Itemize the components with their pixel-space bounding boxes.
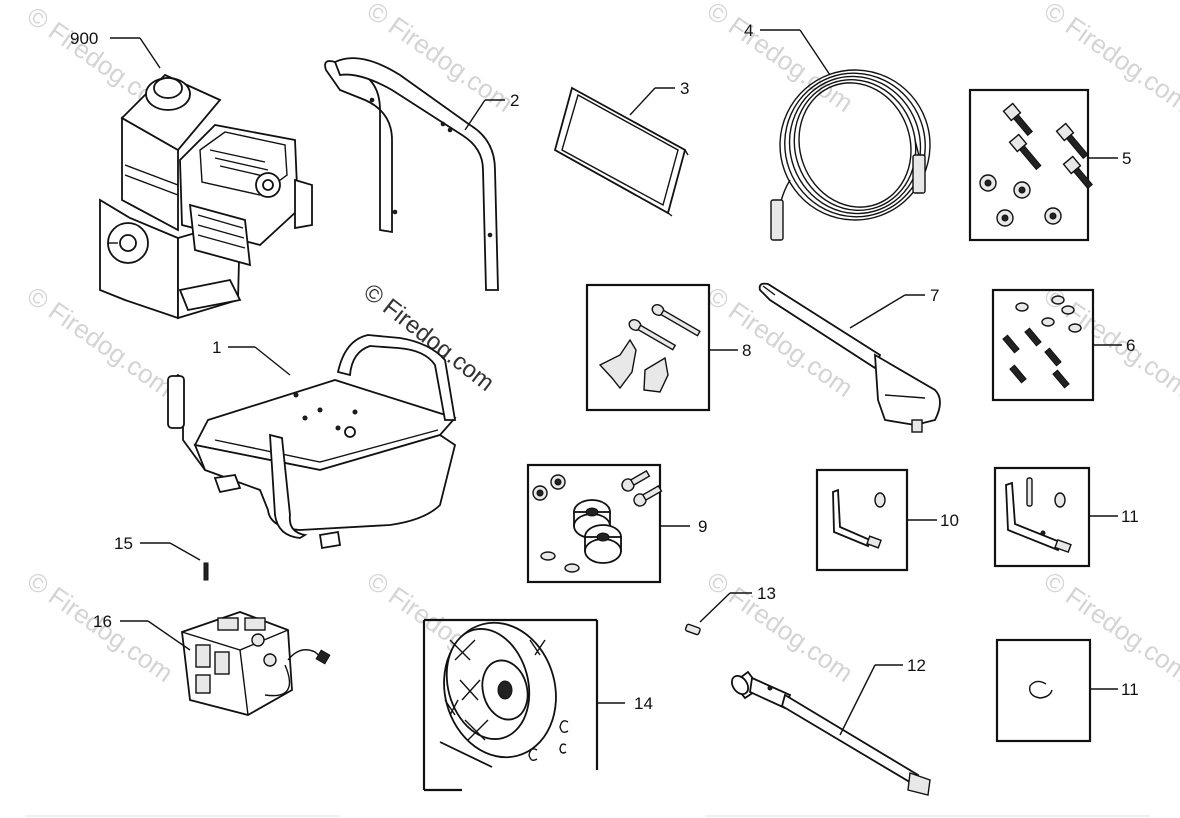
part-hardware-kit-5[interactable] [968, 88, 1095, 242]
part-clip[interactable] [995, 638, 1092, 743]
part-wheel-hardware-kit[interactable] [526, 463, 663, 584]
watermark: © Firedog.com [1039, 565, 1180, 688]
callout-1: 1 [212, 338, 221, 357]
watermark: © Firedog.com [702, 0, 859, 118]
part-hose[interactable] [759, 49, 951, 241]
callout-6: 6 [1126, 336, 1135, 355]
part-lance[interactable] [729, 670, 931, 796]
callout-10: 10 [940, 511, 959, 530]
callout-900: 900 [70, 29, 98, 48]
part-bracket-kit-11[interactable] [993, 466, 1091, 568]
part-handle[interactable] [324, 57, 499, 291]
part-hardware-kit-8[interactable] [585, 283, 711, 412]
callout-12: 11 [1121, 680, 1139, 699]
callout-14: 13 [757, 584, 776, 603]
callout-4: 4 [744, 21, 753, 40]
callout-5: 5 [1122, 149, 1131, 168]
callout-9: 9 [698, 517, 707, 536]
part-wheel-kit[interactable] [422, 610, 599, 792]
part-bracket-kit-10[interactable] [815, 468, 909, 572]
callout-7: 7 [930, 286, 939, 305]
part-panel[interactable] [553, 86, 689, 217]
callout-17: 16 [93, 612, 112, 631]
part-pin[interactable] [684, 623, 701, 636]
part-pump[interactable] [181, 611, 331, 716]
callout-2: 2 [510, 91, 519, 110]
callout-15: 14 [634, 694, 653, 713]
part-key[interactable] [203, 562, 209, 581]
part-spray-gun[interactable] [758, 282, 941, 433]
callout-3: 3 [680, 79, 689, 98]
part-frame[interactable] [167, 334, 457, 550]
callout-13: 12 [907, 656, 926, 675]
callout-11: 11 [1121, 507, 1139, 526]
part-hardware-kit-6[interactable] [991, 288, 1095, 402]
watermark: © Firedog.com [702, 565, 859, 688]
watermark: © Firedog.com [1039, 0, 1180, 118]
callout-8: 8 [742, 341, 751, 360]
part-engine[interactable] [99, 73, 313, 320]
callout-16: 15 [114, 534, 133, 553]
